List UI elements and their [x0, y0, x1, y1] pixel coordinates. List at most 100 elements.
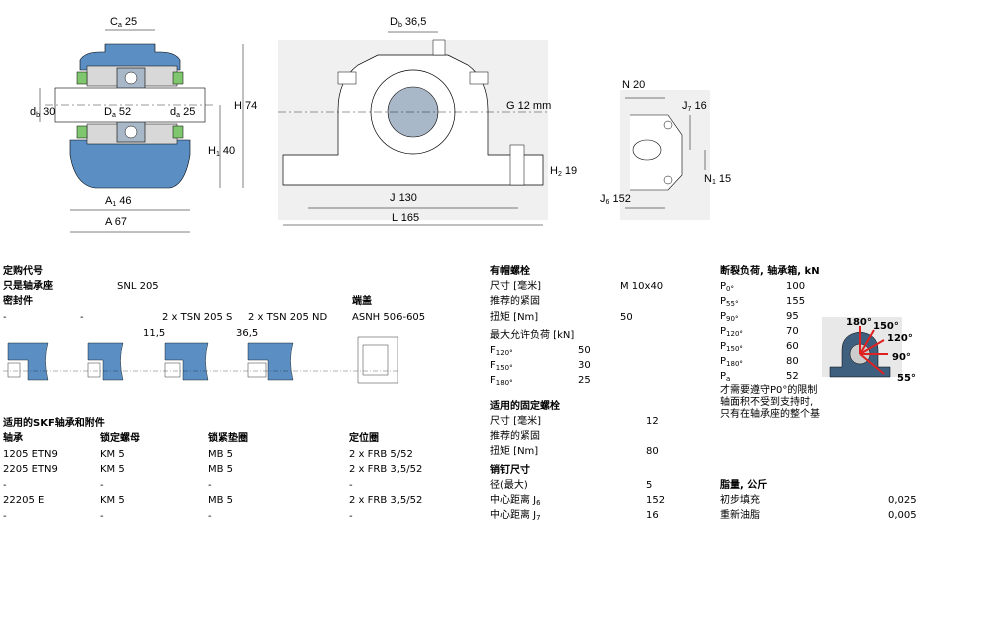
breaking-row: P180°: [720, 356, 743, 368]
table-cell: 1205 ETN9: [3, 449, 58, 460]
table-cell: 22205 E: [3, 495, 45, 506]
table-cell: -: [349, 511, 353, 522]
fix-bolts-torque-value: 80: [646, 446, 659, 457]
dim-H1: H1 40: [208, 145, 236, 158]
breaking-note: 才需要遵守P0°的限制: [720, 385, 818, 396]
dim-G: G 12 mm: [506, 100, 552, 112]
table-cell: -: [3, 480, 7, 491]
seal-item: -: [80, 312, 84, 323]
col-header: 定位圈: [349, 433, 379, 444]
dim-J: J 130: [390, 192, 417, 204]
breaking-value: 100: [786, 281, 806, 292]
fix-bolts-rec-label: 推荐的紧固: [490, 431, 540, 442]
table-row: - - - -: [3, 480, 473, 495]
dim-Db: Db 36,5: [390, 16, 427, 29]
cap-bolts-torque-value: 50: [620, 312, 633, 323]
breaking-value: 52: [786, 371, 799, 382]
dowel-label: 中心距离 J7: [490, 510, 541, 522]
table-cell: MB 5: [208, 449, 234, 460]
table-row: - - - -: [3, 511, 473, 526]
table-header: 轴承 锁定螺母 锁紧垫圈 定位圈: [3, 433, 473, 448]
dim-Da: Da 52: [104, 106, 132, 119]
load-direction-diagram: [822, 317, 902, 378]
table-cell: -: [100, 511, 104, 522]
dim-H2: H2 19: [550, 165, 578, 178]
table-cell: -: [3, 511, 7, 522]
load-row: F120°: [490, 345, 513, 357]
breaking-row: P120°: [720, 326, 743, 338]
table-cell: MB 5: [208, 464, 234, 475]
grease-label: 重新油脂: [720, 510, 760, 521]
angle-label: 120°: [887, 333, 913, 344]
seal-item: 2 x TSN 205 ND: [248, 312, 328, 323]
table-row: 1205 ETN9 KM 5 MB 5 2 x FRB 5/52: [3, 449, 473, 464]
section-drawing: [39, 29, 244, 233]
dim-db: db 30: [30, 106, 56, 119]
table-cell: 2 x FRB 5/52: [349, 449, 413, 460]
side-drawing: [620, 90, 710, 220]
table-cell: 2205 ETN9: [3, 464, 58, 475]
breaking-row: P55°: [720, 296, 739, 308]
breaking-value: 70: [786, 326, 799, 337]
angle-label: 180°: [846, 317, 872, 328]
cap-bolts-rec-label: 推荐的紧固: [490, 296, 540, 307]
breaking-title: 断裂负荷, 轴承箱, kN: [720, 266, 820, 277]
end-cover-label: 端盖: [352, 296, 372, 307]
dim-ca: Ca 25: [110, 16, 138, 29]
designation-title: 定购代号: [3, 266, 43, 277]
fix-bolts-title: 适用的固定螺栓: [490, 401, 560, 412]
load-value: 50: [578, 345, 591, 356]
col-header: 锁定螺母: [100, 433, 140, 444]
breaking-row: P90°: [720, 311, 739, 323]
load-row: F180°: [490, 375, 513, 387]
cap-bolts-size-value: M 10x40: [620, 281, 664, 292]
col-header: 轴承: [3, 433, 23, 444]
table-cell: KM 5: [100, 464, 125, 475]
dim-A: A 67: [105, 216, 128, 228]
breaking-note: 轴面积不受到支持时,: [720, 397, 814, 408]
load-row: F150°: [490, 360, 513, 372]
dim-da: da 25: [170, 106, 196, 119]
accessories-title: 适用的SKF轴承和附件: [3, 418, 105, 429]
dim-J7: J7 16: [682, 100, 707, 113]
table-cell: KM 5: [100, 449, 125, 460]
breaking-value: 155: [786, 296, 806, 307]
col-header: 锁紧垫圈: [208, 433, 248, 444]
table-cell: KM 5: [100, 495, 125, 506]
dowel-label: 径(最大): [490, 480, 528, 491]
housing-label: 只是轴承座: [3, 281, 53, 292]
fix-bolts-torque-label: 扭矩 [Nm]: [490, 446, 539, 457]
dim-H: H 74: [234, 100, 258, 112]
dim-N: N 20: [622, 79, 646, 91]
breaking-row: P150°: [720, 341, 743, 353]
breaking-note: 只有在轴承座的整个基: [720, 409, 820, 420]
table-cell: -: [208, 511, 212, 522]
grease-value: 0,005: [888, 510, 917, 521]
seal-item: -: [3, 312, 7, 323]
max-load-label: 最大允许负荷 [kN]: [490, 330, 575, 341]
dim-L: L 165: [392, 212, 420, 224]
dowel-value: 5: [646, 480, 653, 491]
seal-item: 2 x TSN 205 S: [162, 312, 233, 323]
seal-dim: 36,5: [236, 328, 259, 339]
seals-label: 密封件: [3, 296, 33, 307]
dim-J6: J6 152: [600, 193, 631, 206]
fix-bolts-size-label: 尺寸 [毫米]: [490, 416, 541, 427]
cap-bolts-torque-label: 扭矩 [Nm]: [490, 312, 539, 323]
seal-thumbnails: [3, 336, 398, 384]
grease-value: 0,025: [888, 495, 917, 506]
table-row: 22205 E KM 5 MB 5 2 x FRB 3,5/52: [3, 495, 473, 510]
breaking-row: Pa: [720, 371, 731, 383]
cap-bolts-size-label: 尺寸 [毫米]: [490, 281, 541, 292]
table-cell: -: [349, 480, 353, 491]
dowel-value: 152: [646, 495, 666, 506]
table-cell: MB 5: [208, 495, 234, 506]
table-row: 2205 ETN9 KM 5 MB 5 2 x FRB 3,5/52: [3, 464, 473, 479]
angle-label: 90°: [892, 352, 911, 363]
table-cell: 2 x FRB 3,5/52: [349, 495, 423, 506]
breaking-value: 60: [786, 341, 799, 352]
breaking-value: 95: [786, 311, 799, 322]
load-value: 30: [578, 360, 591, 371]
housing-value: SNL 205: [117, 281, 159, 292]
front-drawing: [278, 31, 548, 226]
